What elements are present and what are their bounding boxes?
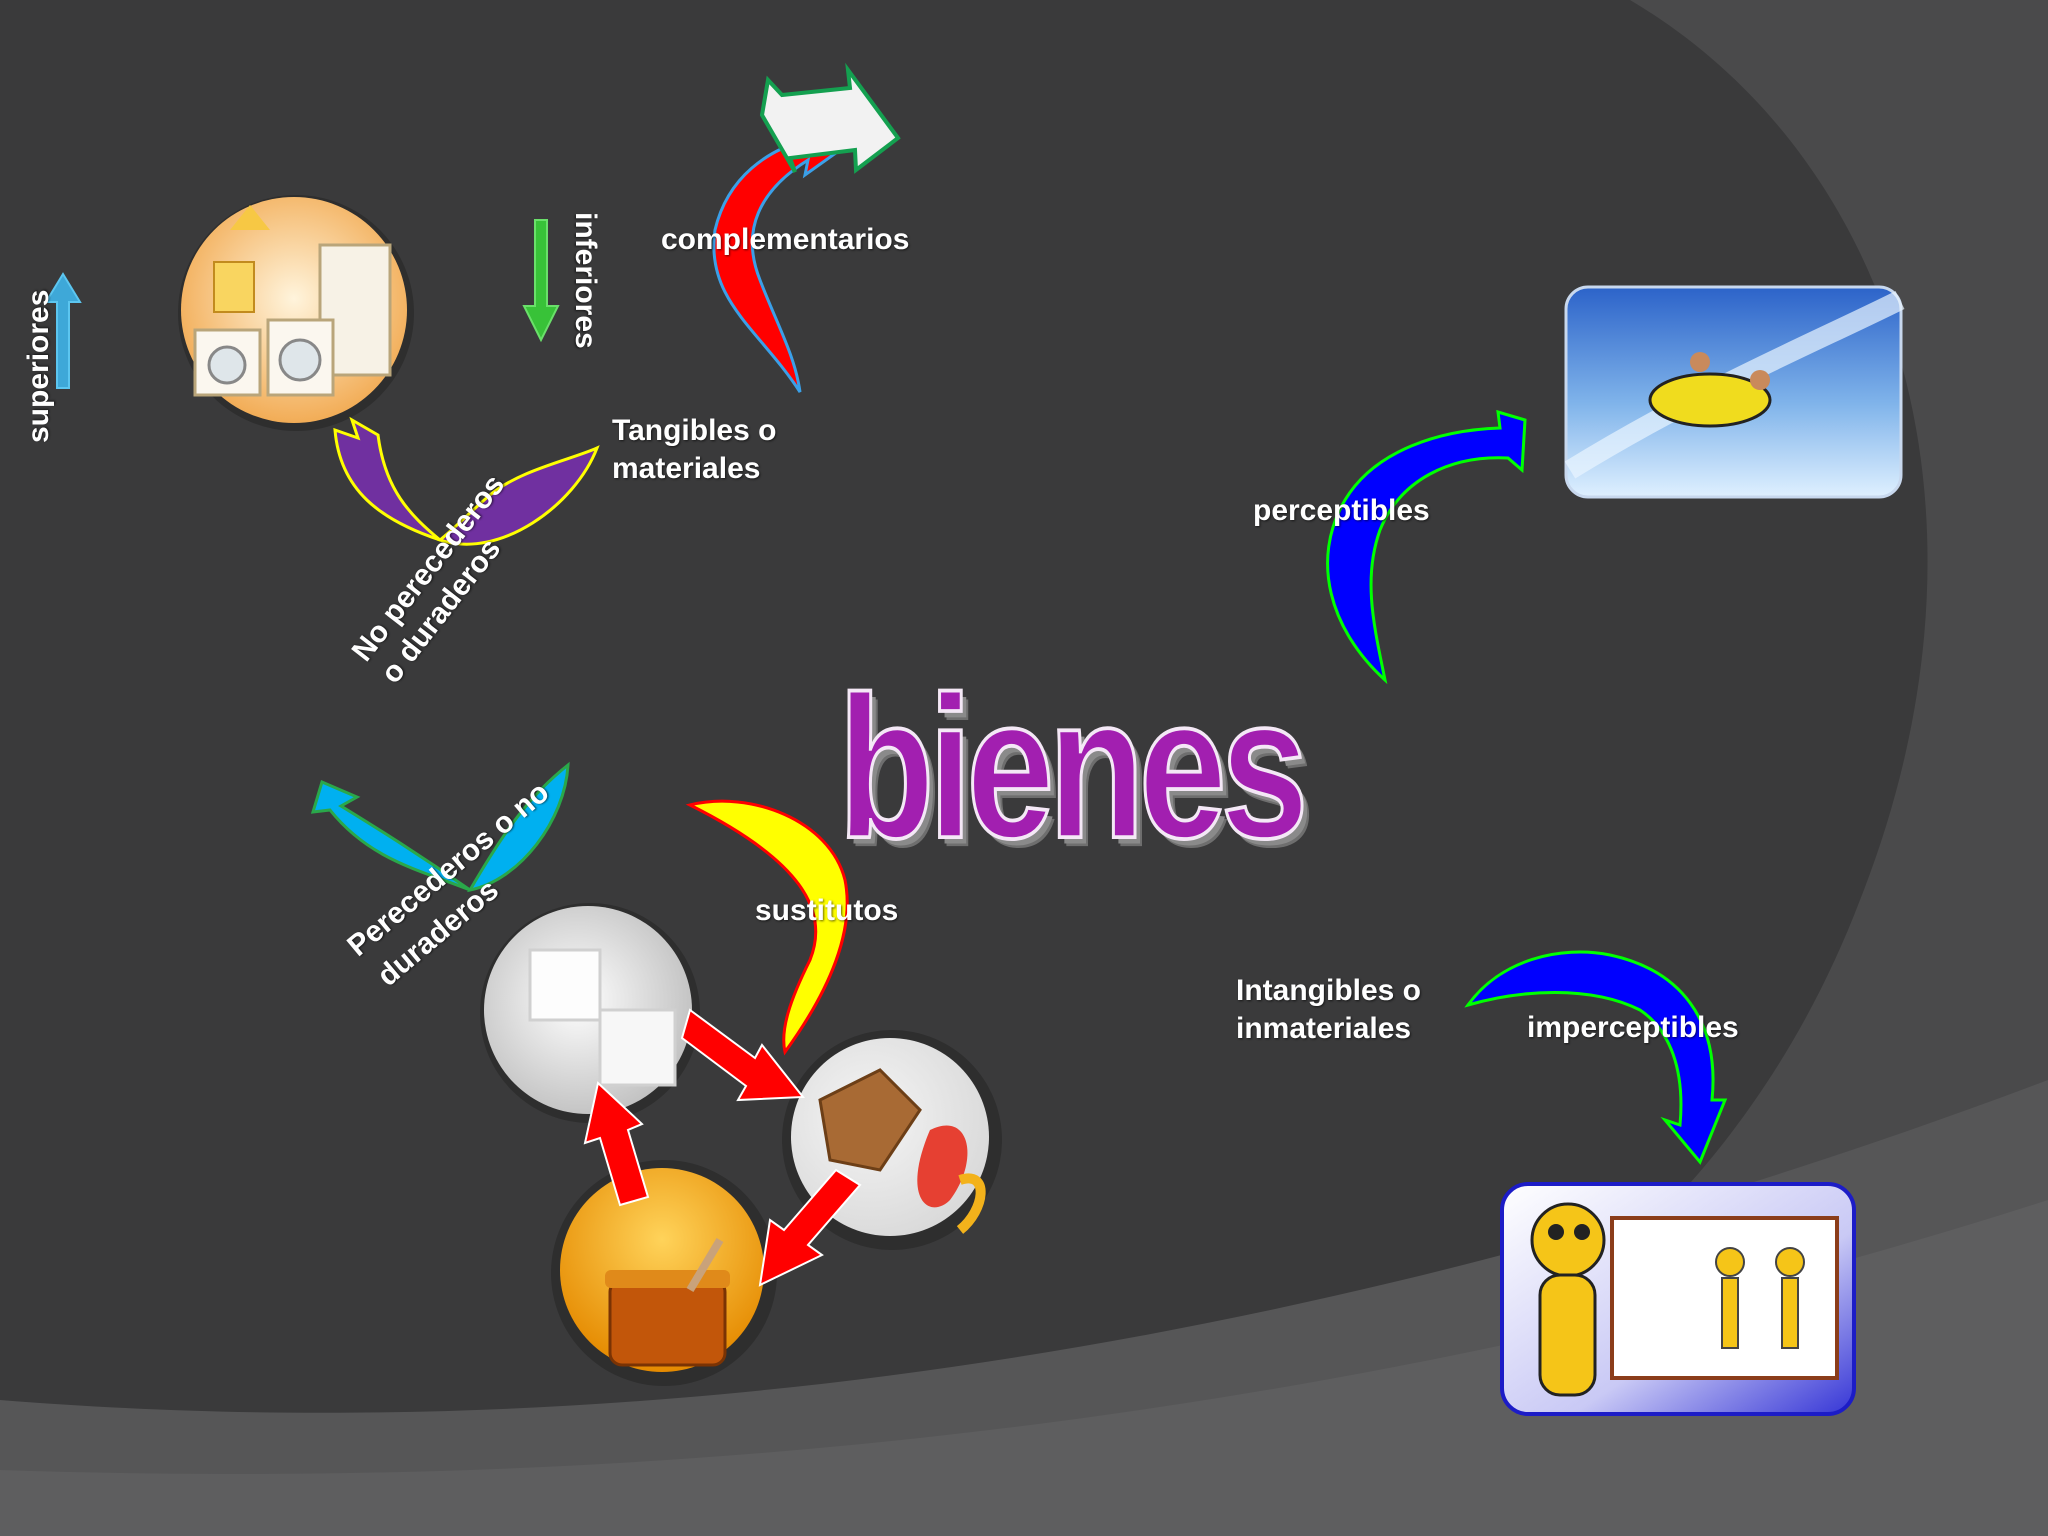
sugar-cubes-image [480,903,700,1123]
complementarios-double-arrow [759,62,901,174]
label-tangibles-line1: Tangibles o [612,414,777,447]
label-complementarios: complementarios [661,223,910,256]
imperceptibles-curved-arrow [1464,950,1728,1165]
label-superiores: superiores [22,289,55,443]
panela-to-honey-arrow [758,1168,862,1287]
perecederos-cyan-arrow [310,779,471,892]
tangibles-purple-arrow-right [436,445,600,546]
label-perceptibles: perceptibles [1253,494,1430,527]
label-intangibles-line2: inmateriales [1236,1012,1412,1045]
home-appliances-image [178,195,414,431]
sugar-to-panela-arrow [680,1008,805,1102]
inferiores-down-arrow [522,219,560,343]
label-tangibles-line2: materiales [612,452,761,485]
superiores-up-arrow [44,272,82,389]
perceptibles-curved-arrow [1326,409,1527,685]
water-slide-image [1564,285,1905,499]
label-sustitutos: sustitutos [755,894,899,927]
honey-to-sugar-arrow [583,1081,650,1207]
tangibles-purple-arrow-left [333,416,441,542]
tiger-mascot-image [1500,1182,1856,1416]
label-imperceptibles: imperceptibles [1527,1011,1739,1044]
perecederos-cyan-arrow-right [467,761,570,893]
label-inferiores: inferiores [569,212,602,349]
sustitutos-curved-arrow [685,799,849,1056]
diagram-title: bienes [837,653,1311,882]
honey-jar-image [551,1160,777,1386]
label-intangibles-line1: Intangibles o [1236,974,1422,1007]
